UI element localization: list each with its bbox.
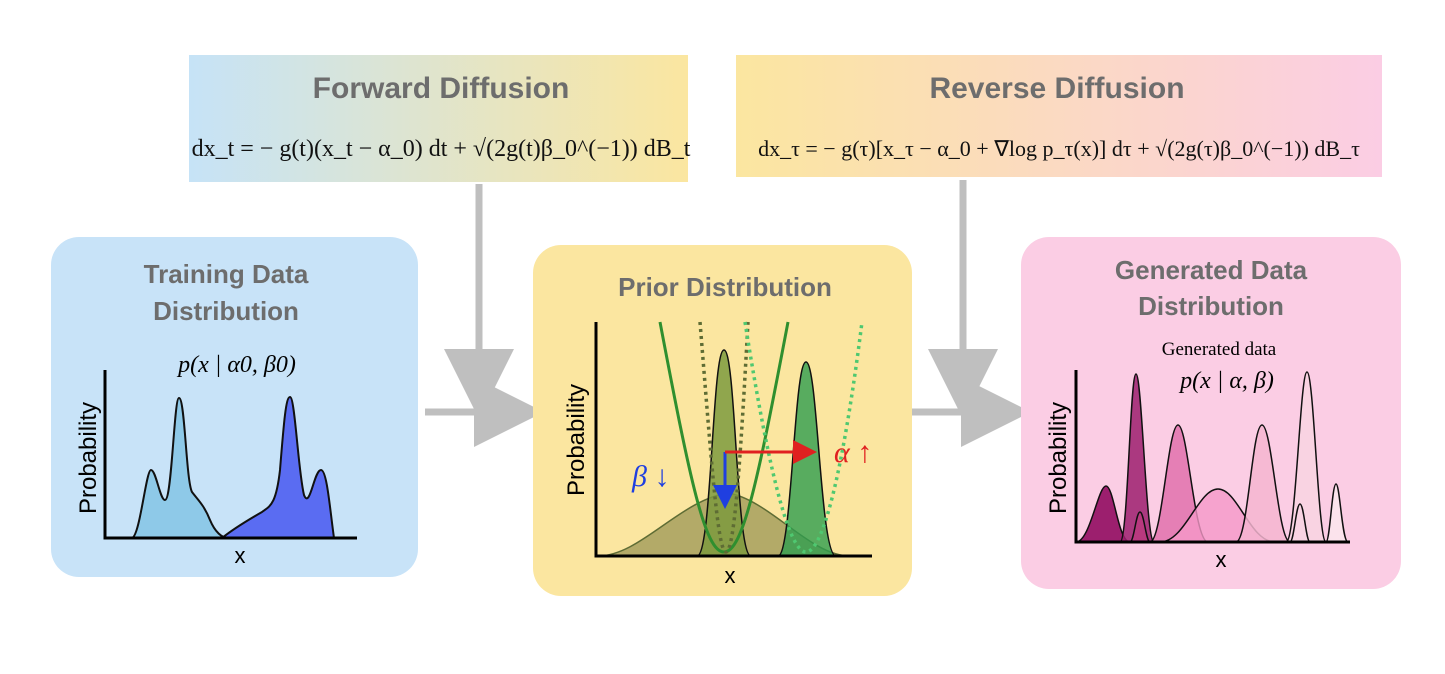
flow-arrows <box>425 180 1031 447</box>
generated-note: Generated data <box>1162 339 1277 360</box>
generated-curve-6 <box>1235 424 1291 543</box>
generated-xlabel: x <box>1216 547 1227 572</box>
prior-ylabel: Probability <box>563 384 590 496</box>
generated-title-line1: Generated Data <box>1115 255 1308 285</box>
forward-diffusion-panel: Forward Diffusion dx_t = − g(t)(x_t − α_… <box>189 55 691 182</box>
prior-axes <box>594 322 872 558</box>
prior-potential-green-dotted <box>743 321 864 554</box>
generated-curve-7 <box>1285 371 1327 543</box>
prior-xlabel: x <box>725 563 736 588</box>
prior-title: Prior Distribution <box>618 272 832 302</box>
forward-diffusion-bg <box>189 55 688 182</box>
beta-label: β ↓ <box>631 460 669 493</box>
generated-curve-9 <box>1325 483 1349 543</box>
reverse-diffusion-panel: Reverse Diffusion dx_τ = − g(τ)[x_τ − α_… <box>736 55 1382 177</box>
generated-panel: Generated Data Distribution Generated da… <box>1021 237 1401 589</box>
training-curve-left <box>104 396 229 539</box>
prior-panel: Prior Distribution β ↓ α ↑ Probability x <box>533 245 912 596</box>
training-axes <box>103 370 357 540</box>
reverse-diffusion-bg <box>736 55 1382 177</box>
generated-ylabel: Probability <box>1045 402 1072 514</box>
generated-curve-8 <box>1289 503 1311 543</box>
training-ylabel: Probability <box>75 402 102 514</box>
training-curve-right <box>219 395 336 539</box>
reverse-diffusion-equation: dx_τ = − g(τ)[x_τ − α_0 + ∇log p_τ(x)] d… <box>758 136 1360 161</box>
reverse-diffusion-title: Reverse Diffusion <box>929 72 1184 105</box>
training-panel: Training Data Distribution p(x | α0, β0)… <box>51 237 418 577</box>
training-density-label: p(x | α0, β0) <box>176 352 296 378</box>
generated-axes <box>1074 370 1350 544</box>
generated-curve-3 <box>1129 511 1151 543</box>
alpha-label: α ↑ <box>834 436 872 469</box>
training-xlabel: x <box>235 543 246 568</box>
generated-density-label: p(x | α, β) <box>1178 368 1274 394</box>
training-title-line2: Distribution <box>153 296 299 326</box>
prior-potential-dark-dotted <box>698 321 750 554</box>
forward-diffusion-equation: dx_t = − g(t)(x_t − α_0) dt + √(2g(t)β_0… <box>192 136 691 162</box>
generated-title-line2: Distribution <box>1138 291 1284 321</box>
training-title-line1: Training Data <box>144 259 309 289</box>
forward-diffusion-title: Forward Diffusion <box>313 72 570 105</box>
generated-curve-2 <box>1119 373 1155 543</box>
